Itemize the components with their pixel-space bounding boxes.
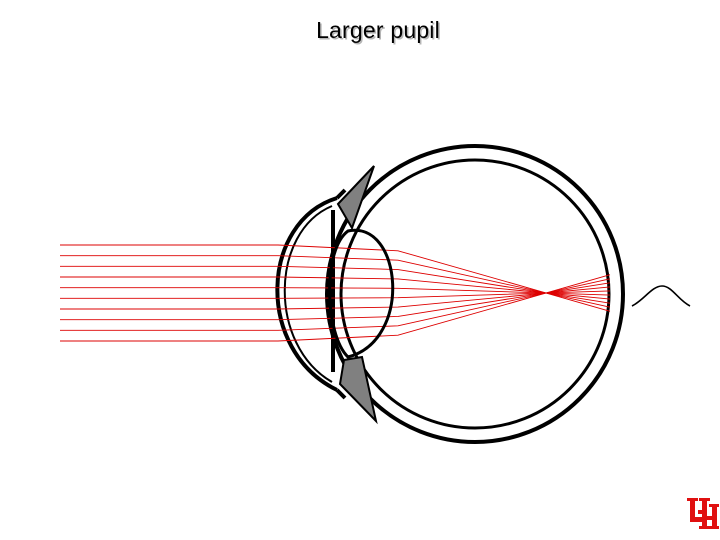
iris-lower [340, 357, 376, 421]
iris-upper [338, 166, 374, 228]
optic-nerve-squiggle [632, 286, 690, 306]
uh-logo [687, 498, 719, 529]
